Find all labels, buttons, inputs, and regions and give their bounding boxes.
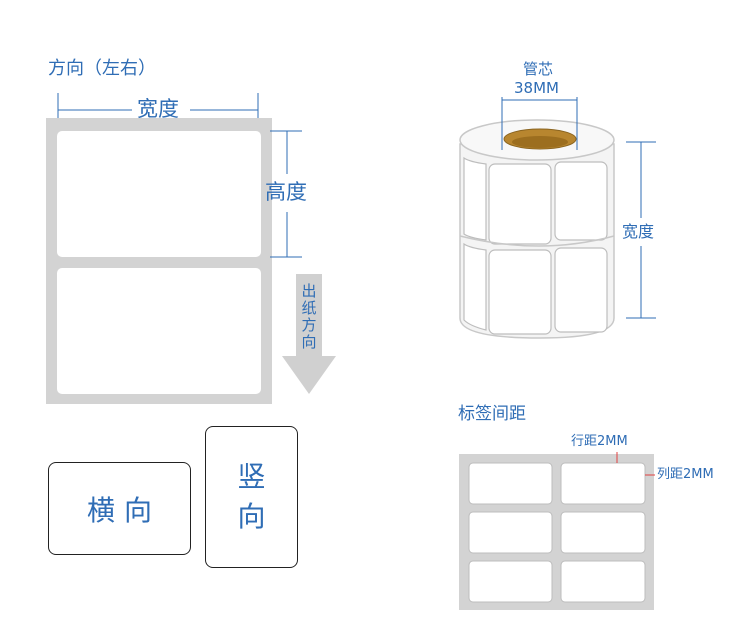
vertical-char-1: 竖 xyxy=(237,460,266,493)
spacing-title: 标签间距 xyxy=(458,404,526,424)
direction-title: 方向（左右） xyxy=(48,58,156,79)
feed-char-4: 向 xyxy=(301,333,317,351)
label-top xyxy=(57,131,261,257)
height-dimension-line xyxy=(270,130,302,258)
width-label: 宽度 xyxy=(137,97,179,121)
height-label: 高度 xyxy=(265,180,307,204)
vertical-char-2: 向 xyxy=(237,500,266,533)
feed-direction-arrow xyxy=(282,274,336,394)
feed-char-2: 纸 xyxy=(301,299,317,317)
label-roll xyxy=(459,119,615,339)
core-label: 管芯 xyxy=(523,60,554,78)
feed-direction-label: 出 纸 方 向 xyxy=(300,283,318,351)
spacing-labels xyxy=(468,462,646,603)
horizontal-label: 横 向 xyxy=(87,493,152,527)
col-gap-label: 列距2MM xyxy=(657,467,714,482)
feed-char-1: 出 xyxy=(301,282,317,300)
feed-char-3: 方 xyxy=(301,316,317,334)
roll-width-dimension-line xyxy=(626,141,656,319)
core-dimension-line xyxy=(501,97,578,150)
roll-width-label: 宽度 xyxy=(622,222,655,241)
vertical-orientation-box: 竖 向 xyxy=(205,426,298,568)
core-size: 38MM xyxy=(514,79,559,97)
horizontal-orientation-box: 横 向 xyxy=(48,462,191,555)
label-bottom xyxy=(57,268,261,394)
row-gap-label: 行距2MM xyxy=(571,434,628,449)
